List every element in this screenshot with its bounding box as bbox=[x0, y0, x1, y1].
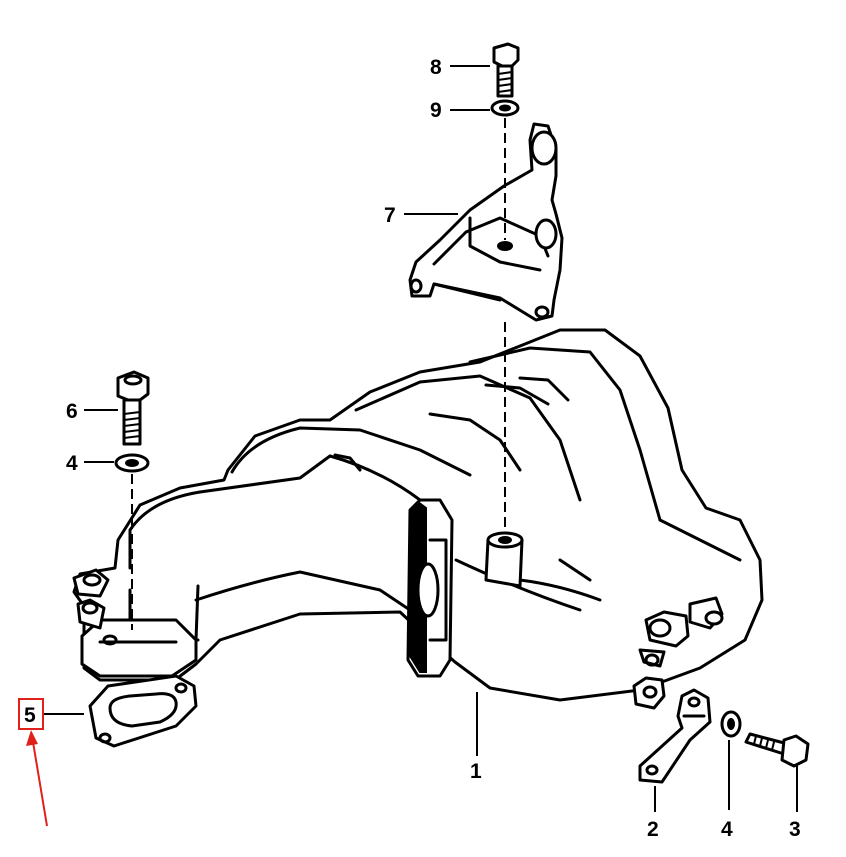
intake-manifold[interactable] bbox=[72, 328, 764, 710]
washer-4-left[interactable] bbox=[114, 453, 150, 473]
washer-4-right[interactable] bbox=[720, 710, 742, 738]
callout-8: 8 bbox=[430, 56, 442, 79]
callout-2: 2 bbox=[647, 818, 659, 841]
washer-9[interactable] bbox=[490, 99, 520, 117]
gasket-5[interactable] bbox=[88, 674, 198, 748]
assembly-lines bbox=[131, 118, 506, 630]
highlight-arrow bbox=[32, 741, 48, 827]
callout-5: 5 bbox=[24, 704, 36, 727]
bolt-6[interactable] bbox=[116, 370, 150, 446]
highlight-box bbox=[18, 698, 44, 730]
bolt-3[interactable] bbox=[744, 732, 810, 768]
callout-4-left: 4 bbox=[66, 452, 78, 475]
callout-6: 6 bbox=[66, 400, 78, 423]
leader-lines bbox=[44, 65, 798, 812]
callout-7: 7 bbox=[384, 204, 396, 227]
clip-2[interactable] bbox=[638, 688, 712, 784]
callout-9: 9 bbox=[430, 99, 442, 122]
highlight-arrow-head bbox=[26, 730, 38, 746]
callout-4-right: 4 bbox=[721, 818, 733, 841]
bolt-8[interactable] bbox=[492, 42, 520, 98]
mounting-bracket[interactable] bbox=[408, 122, 564, 322]
highlight-annotation bbox=[18, 698, 48, 827]
callout-3: 3 bbox=[789, 818, 801, 841]
callout-1: 1 bbox=[470, 760, 482, 783]
callout-numbers: 8 9 7 6 4 5 1 2 4 3 bbox=[24, 56, 801, 841]
